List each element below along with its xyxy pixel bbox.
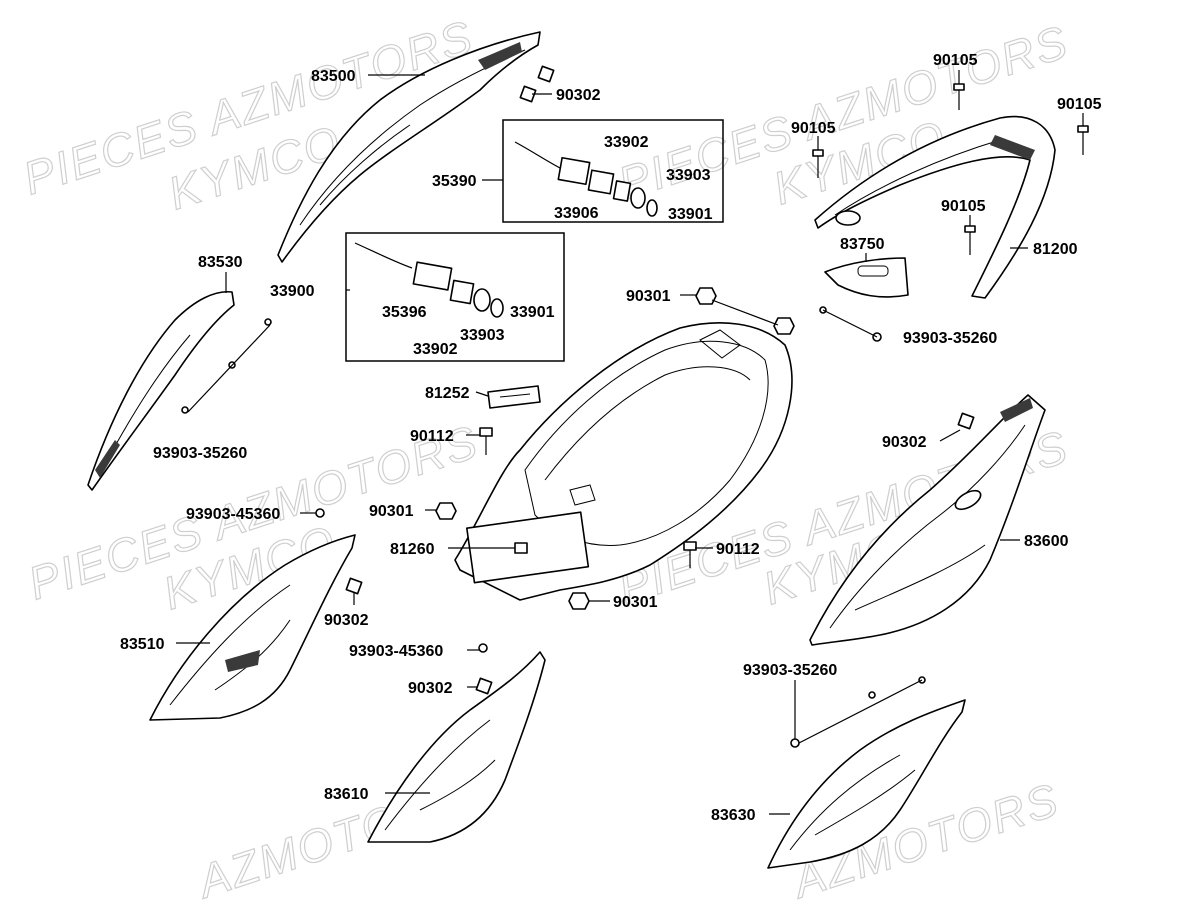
label-33903-b[interactable]: 33903	[460, 327, 505, 344]
label-90112-left[interactable]: 90112	[410, 428, 454, 445]
label-81260[interactable]: 81260	[390, 541, 435, 558]
label-35396[interactable]: 35396	[382, 304, 427, 321]
part-83610-cover-drawing	[367, 651, 546, 843]
hardware-drawings	[181, 65, 1089, 748]
leader-lines	[176, 70, 1084, 815]
part-81252-plate-drawing	[487, 385, 541, 409]
label-81252[interactable]: 81252	[425, 385, 470, 402]
label-93903-35260-right[interactable]: 93903-35260	[903, 330, 997, 347]
label-93903-45360-a[interactable]: 93903-45360	[186, 506, 280, 523]
part-83600-cover-drawing	[809, 394, 1046, 646]
label-90302-right[interactable]: 90302	[882, 434, 927, 451]
label-90105-mid[interactable]: 90105	[941, 198, 986, 215]
label-90301-bot[interactable]: 90301	[613, 594, 658, 611]
part-83530-cover-drawing	[87, 290, 235, 491]
label-33901-b[interactable]: 33901	[510, 304, 555, 321]
label-33902-b[interactable]: 33902	[413, 341, 458, 358]
label-83750[interactable]: 83750	[840, 236, 885, 253]
label-83600[interactable]: 83600	[1024, 533, 1069, 550]
part-83500-cover-drawing	[277, 31, 541, 263]
part-81200-grab-rail-drawing	[814, 115, 1056, 299]
label-90105-left[interactable]: 90105	[791, 120, 836, 137]
label-35390[interactable]: 35390	[432, 173, 477, 190]
label-90105-top[interactable]: 90105	[933, 52, 978, 69]
label-33903-a[interactable]: 33903	[666, 167, 711, 184]
socket-assembly-35390-drawing	[514, 141, 658, 217]
label-90302-mid[interactable]: 90302	[324, 612, 369, 629]
label-90302-low[interactable]: 90302	[408, 680, 453, 697]
label-93903-35260-low[interactable]: 93903-35260	[743, 662, 837, 679]
label-90302-top[interactable]: 90302	[556, 87, 601, 104]
sub-assembly-box-33900	[345, 232, 565, 362]
label-33900[interactable]: 33900	[270, 283, 315, 300]
label-83610[interactable]: 83610	[324, 786, 369, 803]
label-83510[interactable]: 83510	[120, 636, 165, 653]
label-83530[interactable]: 83530	[198, 254, 243, 271]
label-93903-45360-b[interactable]: 93903-45360	[349, 643, 443, 660]
part-labels: 83500 90302 35390 33902 33903 33906 3390…	[120, 52, 1102, 824]
label-33902-a[interactable]: 33902	[604, 134, 649, 151]
label-93903-35260-left[interactable]: 93903-35260	[153, 445, 247, 462]
part-83630-cover-drawing	[767, 699, 966, 869]
label-83500[interactable]: 83500	[311, 68, 356, 85]
label-83630[interactable]: 83630	[711, 807, 756, 824]
socket-assembly-33900-drawing	[354, 242, 504, 318]
label-33901-a[interactable]: 33901	[668, 206, 713, 223]
label-81200[interactable]: 81200	[1033, 241, 1078, 258]
label-90105-right[interactable]: 90105	[1057, 96, 1102, 113]
label-90301-mid[interactable]: 90301	[369, 503, 414, 520]
part-83510-cover-drawing	[149, 534, 356, 721]
part-83750-cover-drawing	[824, 257, 909, 298]
sub-assembly-box-35390	[502, 119, 724, 223]
label-90301-top[interactable]: 90301	[626, 288, 671, 305]
label-90112-right[interactable]: 90112	[716, 541, 760, 558]
label-33906[interactable]: 33906	[554, 205, 599, 222]
